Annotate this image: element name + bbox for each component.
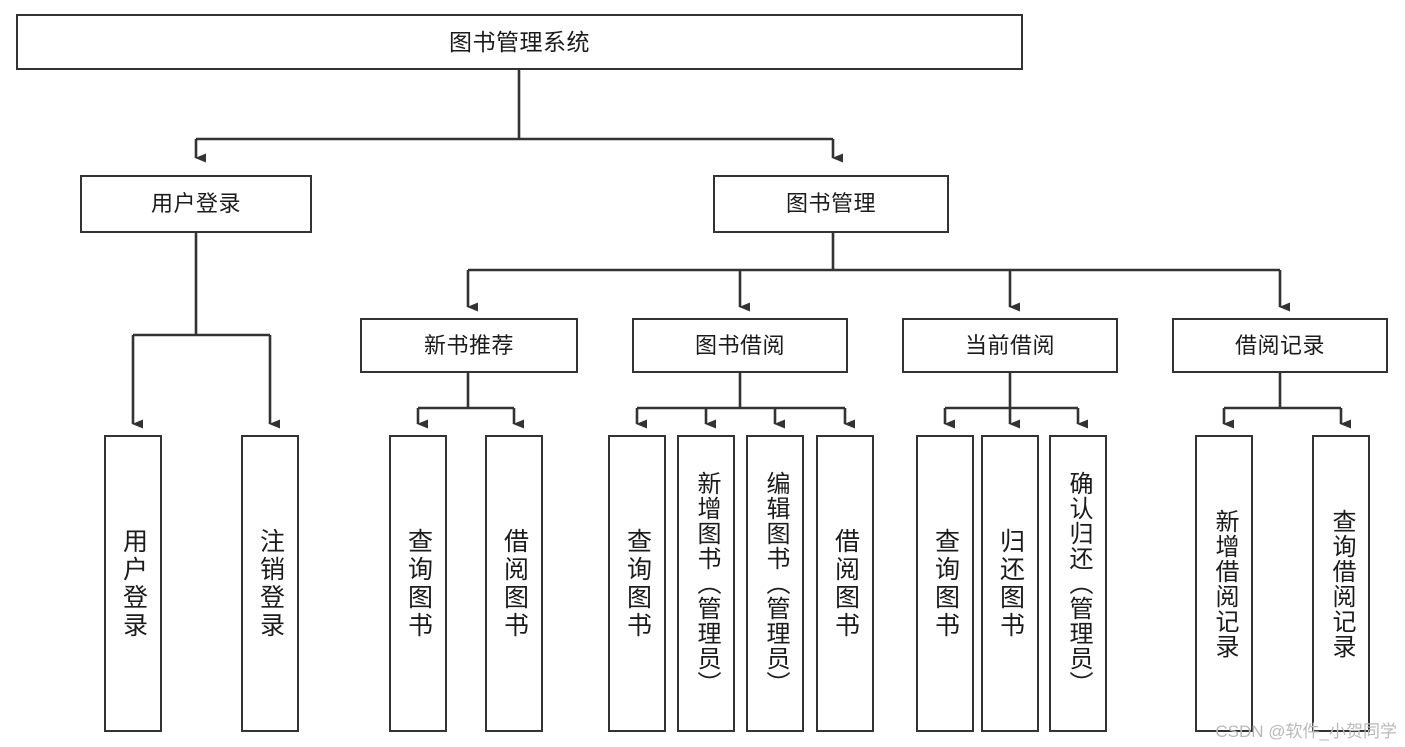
leaf-borrow-edit-book-admin-label: 编辑图书（管理员） <box>762 471 789 696</box>
leaf-borrow-take-book-label: 借阅图书 <box>831 527 860 640</box>
node-root[interactable]: 图书管理系统 <box>16 14 1023 70</box>
watermark: CSDN @软件_小贺同学 <box>1215 722 1397 741</box>
leaf-user-login-label: 用户登录 <box>119 527 148 640</box>
node-user-login-label: 用户登录 <box>150 191 241 217</box>
node-new-book-recommend-label: 新书推荐 <box>423 332 514 358</box>
leaf-current-return-book[interactable]: 归还图书 <box>981 435 1039 732</box>
node-borrow-record-label: 借阅记录 <box>1234 332 1325 358</box>
leaf-record-search-label: 查询借阅记录 <box>1328 508 1355 659</box>
leaf-current-query-book[interactable]: 查询图书 <box>916 435 974 732</box>
node-book-borrow-label: 图书借阅 <box>694 332 785 358</box>
leaf-recommend-query-book[interactable]: 查询图书 <box>389 435 447 732</box>
leaf-borrow-add-book-admin[interactable]: 新增图书（管理员） <box>677 435 735 732</box>
leaf-user-logout-label: 注销登录 <box>256 527 285 640</box>
leaf-borrow-take-book[interactable]: 借阅图书 <box>816 435 874 732</box>
leaf-record-search[interactable]: 查询借阅记录 <box>1312 435 1370 732</box>
node-new-book-recommend[interactable]: 新书推荐 <box>360 318 578 373</box>
leaf-user-logout[interactable]: 注销登录 <box>241 435 299 732</box>
leaf-current-confirm-return-admin-label: 确认归还（管理员） <box>1065 471 1092 696</box>
leaf-current-confirm-return-admin[interactable]: 确认归还（管理员） <box>1049 435 1107 732</box>
node-book-manage-label: 图书管理 <box>785 191 876 217</box>
leaf-recommend-borrow-book-label: 借阅图书 <box>500 527 529 640</box>
node-user-login[interactable]: 用户登录 <box>80 175 312 233</box>
leaf-current-query-book-label: 查询图书 <box>931 527 960 640</box>
leaf-recommend-borrow-book[interactable]: 借阅图书 <box>485 435 543 732</box>
leaf-current-return-book-label: 归还图书 <box>996 527 1025 640</box>
node-book-manage[interactable]: 图书管理 <box>713 175 949 233</box>
leaf-borrow-query-book-label: 查询图书 <box>623 527 652 640</box>
leaf-borrow-add-book-admin-label: 新增图书（管理员） <box>693 471 720 696</box>
node-borrow-record[interactable]: 借阅记录 <box>1172 318 1388 373</box>
node-current-borrow-label: 当前借阅 <box>964 332 1055 358</box>
leaf-record-add-label: 新增借阅记录 <box>1211 508 1238 659</box>
leaf-borrow-query-book[interactable]: 查询图书 <box>608 435 666 732</box>
leaf-user-login[interactable]: 用户登录 <box>104 435 162 732</box>
leaf-record-add[interactable]: 新增借阅记录 <box>1195 435 1253 732</box>
leaf-recommend-query-book-label: 查询图书 <box>404 527 433 640</box>
node-book-borrow[interactable]: 图书借阅 <box>632 318 848 373</box>
leaf-borrow-edit-book-admin[interactable]: 编辑图书（管理员） <box>746 435 804 732</box>
node-current-borrow[interactable]: 当前借阅 <box>902 318 1118 373</box>
node-root-label: 图书管理系统 <box>449 28 590 55</box>
